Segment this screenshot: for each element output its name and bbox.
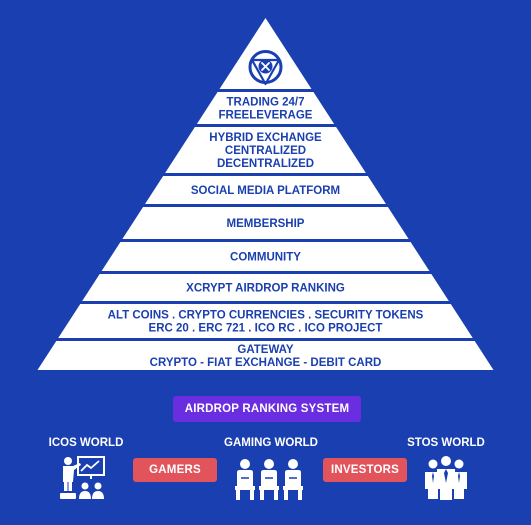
business-team-icon xyxy=(425,456,467,500)
tier-membership xyxy=(122,207,409,239)
group-people-icon xyxy=(235,459,303,500)
gamers-connector: GAMERS xyxy=(133,458,217,482)
tier-hybrid-exchange-line-2: CENTRALIZED xyxy=(225,145,306,157)
tier-membership-line-1: MEMBERSHIP xyxy=(227,218,305,230)
gaming-world-label: GAMING WORLD xyxy=(224,437,318,449)
tier-trading xyxy=(196,92,335,124)
tier-trading-line-1: TRADING 24/7 xyxy=(227,97,305,109)
airdrop-ranking-system-label: AIRDROP RANKING SYSTEM xyxy=(173,396,361,422)
tier-gateway-line-2: CRYPTO - FIAT EXCHANGE - DEBIT CARD xyxy=(150,357,382,369)
tier-social-media xyxy=(145,176,386,204)
tier-hybrid-exchange-line-3: DECENTRALIZED xyxy=(217,158,314,170)
tier-community-line-1: COMMUNITY xyxy=(230,252,301,264)
pyramid-apex xyxy=(219,18,312,89)
tier-trading-line-2: FREELEVERAGE xyxy=(219,110,313,122)
logo-letter: X xyxy=(0,0,1,1)
presentation-audience-icon xyxy=(60,456,105,499)
tier-hybrid-exchange xyxy=(165,127,366,173)
tier-social-media-line-1: SOCIAL MEDIA PLATFORM xyxy=(191,185,340,197)
icos-world-label: ICOS WORLD xyxy=(48,437,124,449)
investors-connector: INVESTORS xyxy=(323,458,407,482)
tier-alt-coins-line-2: ERC 20 . ERC 721 . ICO RC . ICO PROJECT xyxy=(149,323,383,335)
tier-airdrop-ranking-line-1: XCRYPT AIRDROP RANKING xyxy=(186,283,345,295)
tier-hybrid-exchange-line-1: HYBRID EXCHANGE xyxy=(209,132,322,144)
tier-gateway-line-1: GATEWAY xyxy=(237,344,294,356)
stos-world-label: STOS WORLD xyxy=(407,437,485,449)
tier-community xyxy=(101,242,430,271)
tier-alt-coins xyxy=(58,304,473,338)
crypto-shield-logo-icon: X xyxy=(0,0,283,86)
tier-alt-coins-line-1: ALT COINS . CRYPTO CURRENCIES . SECURITY… xyxy=(108,310,424,322)
tier-gateway xyxy=(37,341,494,370)
tier-airdrop-ranking xyxy=(82,274,449,301)
